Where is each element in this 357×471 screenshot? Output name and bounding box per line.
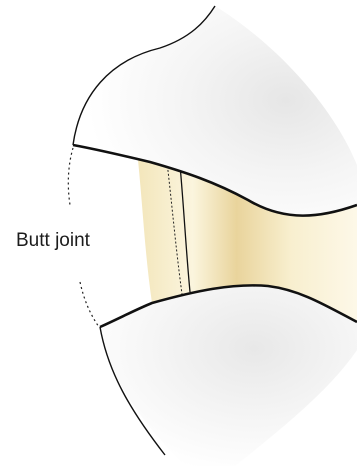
lower-tooth-segment: [100, 285, 357, 466]
butt-joint-label: Butt joint: [16, 231, 90, 250]
lower-dotted-contour: [80, 282, 99, 327]
upper-dotted-contour: [68, 148, 73, 205]
